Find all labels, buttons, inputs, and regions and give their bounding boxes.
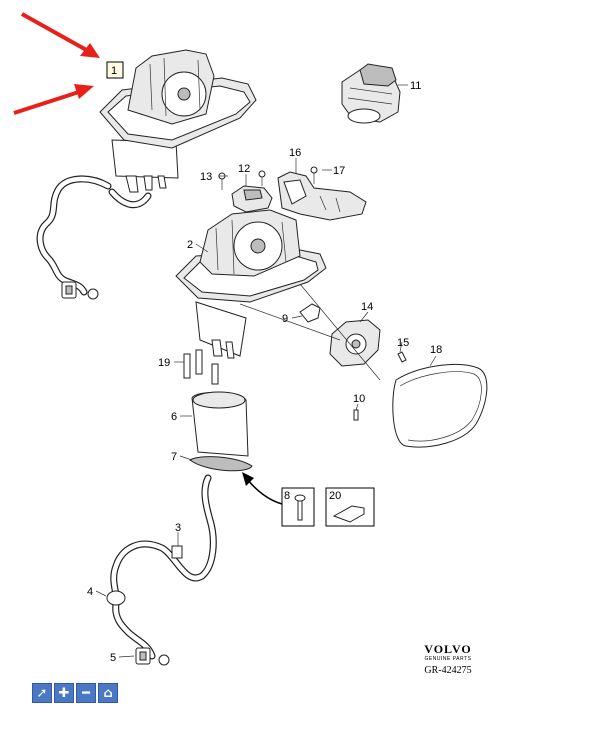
callout-19: 19 [158,357,170,369]
callout-12: 12 [238,163,250,175]
callout-labels: 1 2 3 4 5 6 7 8 9 10 11 12 13 14 15 16 1… [87,65,442,664]
pointer-icon: ➚ [36,685,48,701]
callout-3: 3 [175,522,181,534]
glass-actuator [329,319,381,367]
callout-6: 6 [171,411,177,423]
mirror-glass [392,363,488,448]
mirror-motor [341,63,401,124]
callout-8: 8 [284,490,290,502]
callout-17: 17 [333,165,345,177]
wiring-harness-upper [36,175,152,300]
callout-9: 9 [282,313,288,325]
home-button[interactable]: ⌂ [98,683,118,703]
zoom-out-button[interactable]: ━ [76,683,96,703]
callout-18: 18 [430,344,442,356]
callout-4: 4 [87,586,93,598]
callout-2: 2 [187,239,193,251]
brand-name: VOLVO [424,642,472,656]
mirror-housing-middle [175,209,327,359]
zoom-out-icon: ━ [82,685,90,701]
base-gasket [189,456,253,472]
indicator-arrow [242,472,283,505]
wiring-harness-lower [106,474,217,666]
callout-10: 10 [353,393,365,405]
callout-11: 11 [410,80,421,92]
callout-1-box [106,61,124,79]
callout-7: 7 [171,451,177,463]
red-arrow-upper [21,12,100,58]
part-20-box [325,487,375,527]
screws-medium [183,349,407,421]
callout-14: 14 [361,301,373,313]
callout-15: 15 [397,337,409,349]
brand-logo: VOLVO GENUINE PARTS [408,643,488,663]
callout-1: 1 [111,65,117,77]
viewer-toolbar: ➚ ✚ ━ ⌂ [32,683,118,703]
home-icon: ⌂ [103,685,113,701]
callout-20: 20 [329,490,341,502]
zoom-in-icon: ✚ [58,685,70,701]
reference-code: GR-424275 [424,665,472,676]
leader-lines [95,84,437,658]
pointer-button[interactable]: ➚ [32,683,52,703]
red-arrow-lower [13,84,94,115]
mirror-clip [299,303,321,323]
mirror-housing-assembly [99,49,257,193]
part-8-box [281,487,315,527]
zoom-in-button[interactable]: ✚ [54,683,74,703]
callout-5: 5 [110,652,116,664]
base-cover [191,391,249,457]
callout-16: 16 [289,147,301,159]
callout-13: 13 [200,171,212,183]
mirror-bracket [277,171,367,221]
brand-subtitle: GENUINE PARTS [424,656,472,662]
connector-piece [231,185,273,213]
